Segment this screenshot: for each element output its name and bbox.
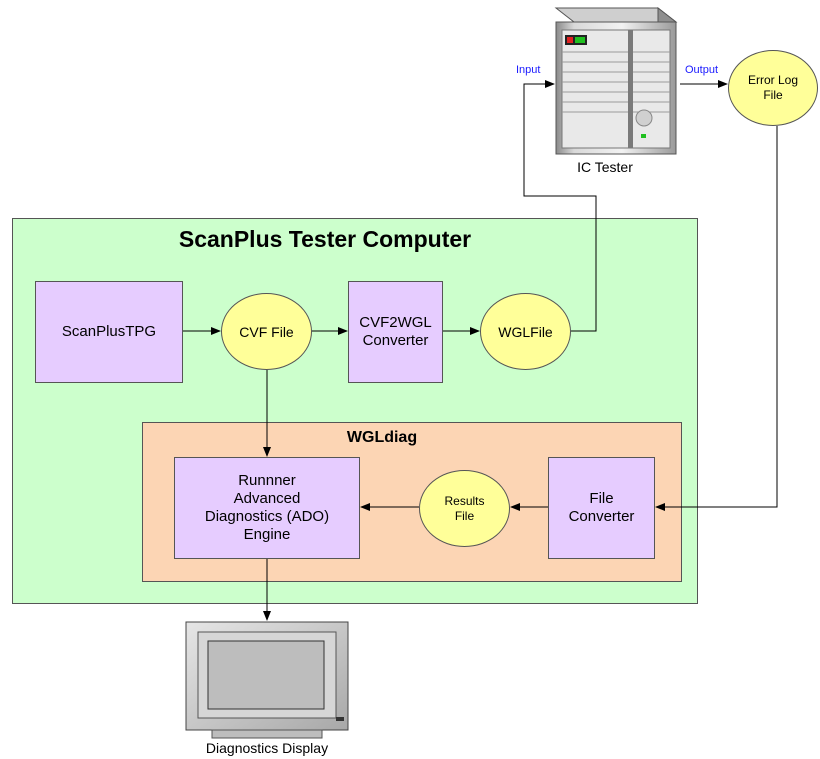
wgldiag-title: WGLdiag [346,429,418,446]
cvf-file-label: CVF File [239,323,294,340]
ado-label-line4: Engine [243,526,291,543]
results-label-line2: File [454,508,475,523]
cvf2wgl-label-line2: Converter [362,332,429,349]
file-converter-box: File Converter [548,457,655,559]
ic-tester-caption: IC Tester [577,159,633,175]
arrow-wglfile-to-ic-tester [523,80,597,332]
output-label: Output [685,64,719,76]
wglfile-node: WGLFile [480,293,571,370]
cvf2wgl-converter-box: CVF2WGL Converter [348,281,443,383]
cvf2wgl-label-line1: CVF2WGL [359,314,432,331]
scanplustpg-box: ScanPlusTPG [35,281,183,383]
error-log-file-node: Error Log File [728,50,818,126]
error-log-label-line1: Error Log [747,73,799,87]
results-label-line1: Results [444,493,485,508]
error-log-label-line2: File [763,88,783,102]
input-label: Input [516,64,541,76]
ado-engine-box: Runnner Advanced Diagnostics (ADO) Engin… [174,457,360,559]
ado-label-line3: Diagnostics (ADO) [204,508,330,525]
arrow-error-log-to-file-converter [655,126,778,511]
cvf-file-node: CVF File [221,293,312,370]
file-converter-label-line2: Converter [568,508,635,525]
diagnostics-display-caption: Diagnostics Display [205,740,329,756]
diagnostics-display-icon [185,621,349,739]
tester-computer-title: ScanPlus Tester Computer [178,226,472,252]
ic-tester-icon [554,6,678,155]
scanplustpg-label: ScanPlusTPG [61,323,157,340]
ado-label-line2: Advanced [233,490,301,507]
file-converter-label-line1: File [589,490,614,507]
ado-label-line1: Runnner [238,472,296,489]
results-file-node: Results File [419,470,510,547]
wglfile-label: WGLFile [498,323,553,340]
